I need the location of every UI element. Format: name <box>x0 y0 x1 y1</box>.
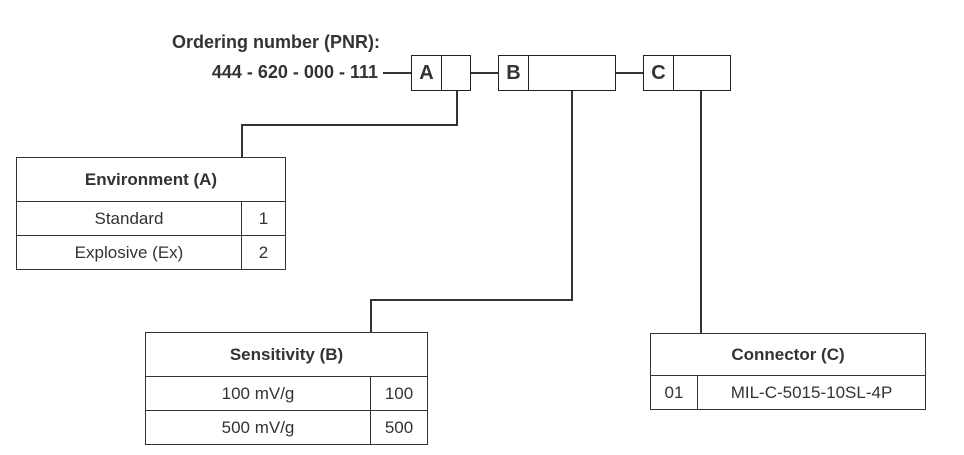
segment-letter-a: A <box>412 56 442 90</box>
connector-option-code: 01 <box>650 375 698 410</box>
code-box-b: B <box>498 55 616 91</box>
leader-line-a <box>241 124 243 158</box>
segment-letter-b: B <box>499 56 529 90</box>
code-box-c: C <box>643 55 731 91</box>
sensitivity-option-code: 100 <box>370 376 428 411</box>
environment-table: Environment (A) Standard 1 Explosive (Ex… <box>16 157 286 270</box>
connector-line <box>615 72 644 74</box>
code-box-a: A <box>411 55 471 91</box>
connector-line <box>470 72 499 74</box>
table-row: 100 mV/g 100 <box>145 376 428 411</box>
environment-title: Environment (A) <box>16 157 286 202</box>
connector-table: Connector (C) 01 MIL-C-5015-10SL-4P <box>650 333 926 410</box>
leader-line-b <box>571 91 573 301</box>
leader-line-a <box>241 124 458 126</box>
leader-line-c <box>700 91 702 334</box>
sensitivity-table: Sensitivity (B) 100 mV/g 100 500 mV/g 50… <box>145 332 428 445</box>
table-row: 500 mV/g 500 <box>145 410 428 445</box>
table-row: Standard 1 <box>16 201 286 236</box>
connector-title: Connector (C) <box>650 333 926 376</box>
pnr-label: Ordering number (PNR): <box>171 32 380 52</box>
pnr-number: 444 - 620 - 000 - 111 <box>211 62 378 82</box>
environment-option-code: 2 <box>241 235 286 270</box>
leader-line-b <box>370 299 372 333</box>
sensitivity-option-label: 500 mV/g <box>145 410 371 445</box>
sensitivity-option-code: 500 <box>370 410 428 445</box>
table-row: 01 MIL-C-5015-10SL-4P <box>650 375 926 410</box>
leader-line-b <box>370 299 573 301</box>
environment-option-code: 1 <box>241 201 286 236</box>
environment-option-label: Explosive (Ex) <box>16 235 242 270</box>
segment-letter-c: C <box>644 56 674 90</box>
table-row: Explosive (Ex) 2 <box>16 235 286 270</box>
environment-option-label: Standard <box>16 201 242 236</box>
sensitivity-option-label: 100 mV/g <box>145 376 371 411</box>
sensitivity-title: Sensitivity (B) <box>145 332 428 377</box>
connector-option-label: MIL-C-5015-10SL-4P <box>697 375 926 410</box>
connector-line <box>383 72 412 74</box>
leader-line-a <box>456 91 458 125</box>
